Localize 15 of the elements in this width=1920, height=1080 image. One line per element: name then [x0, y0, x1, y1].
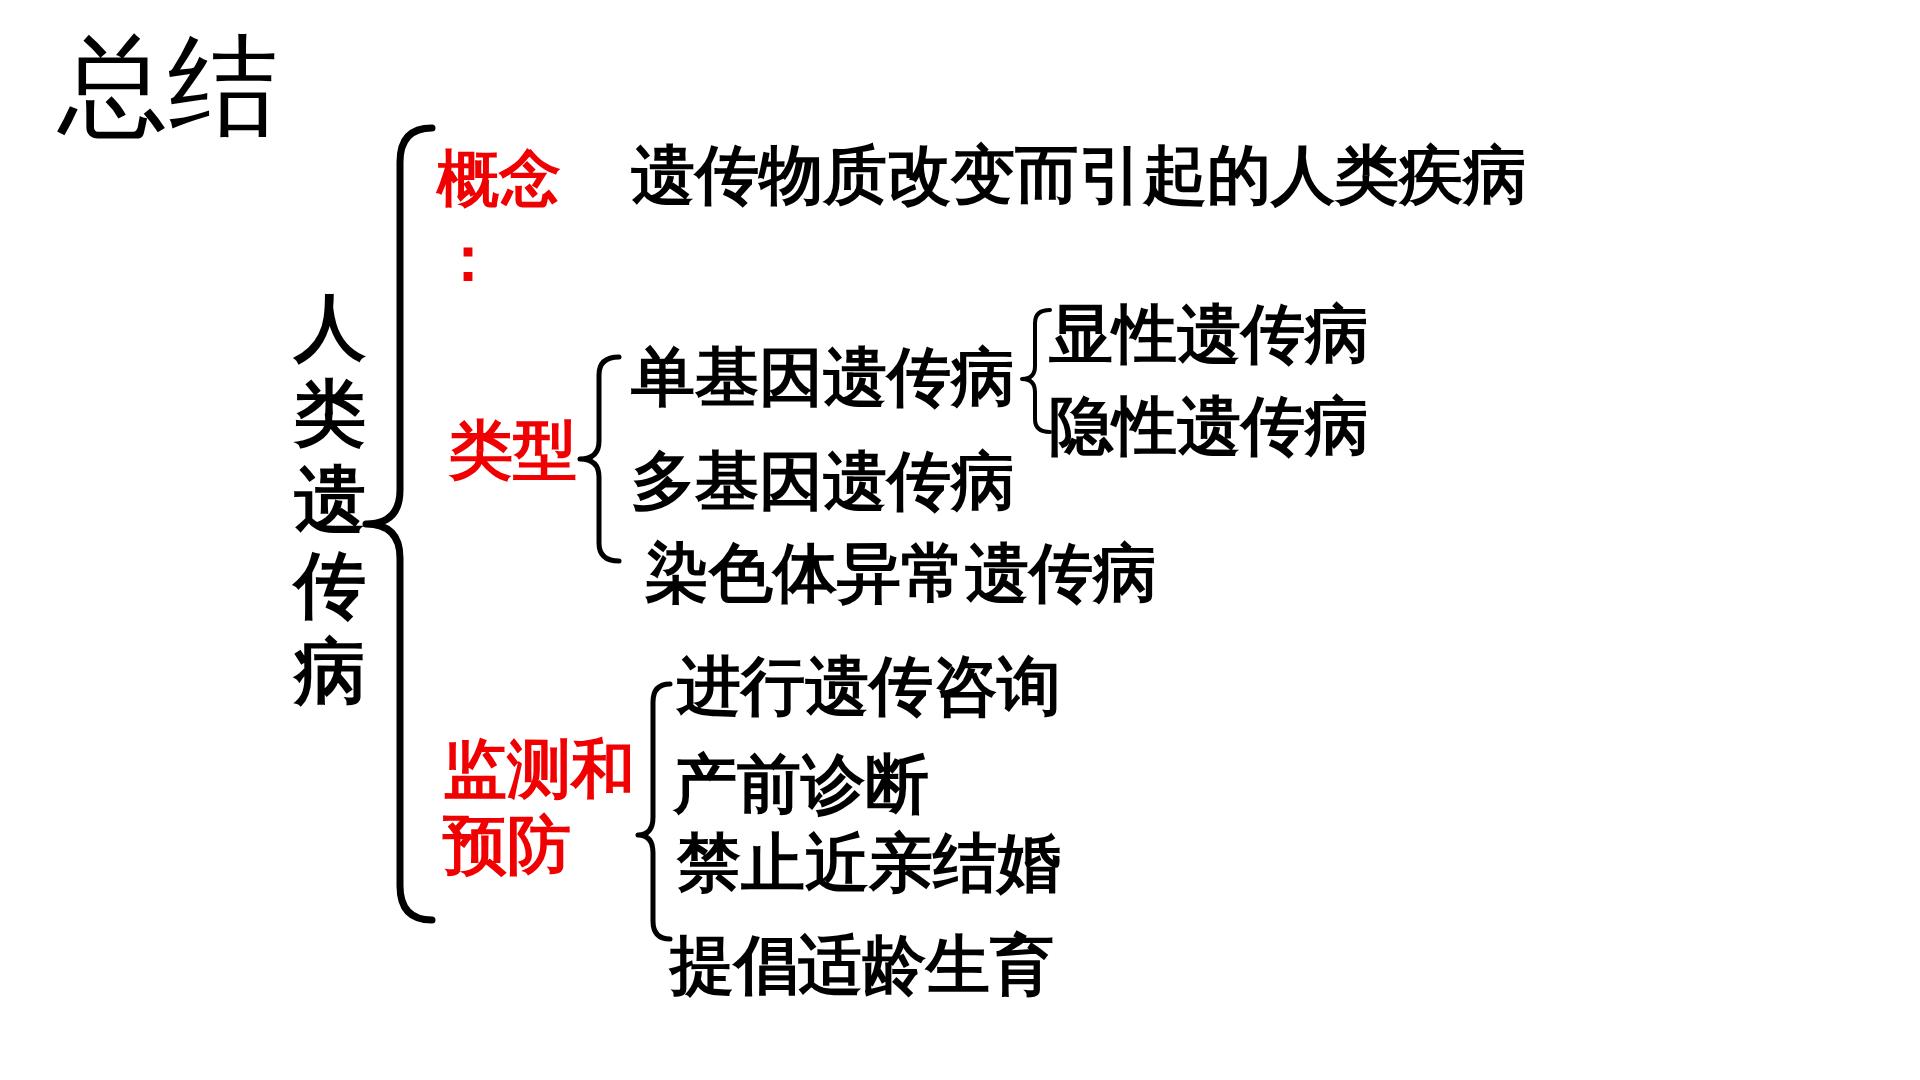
category-label: 监测和预防: [443, 731, 635, 883]
item-text: 提倡适龄生育: [670, 930, 1054, 1001]
category-label: 类型: [449, 415, 577, 486]
category-label: 概念：: [437, 141, 561, 297]
slide-title: 总结: [58, 26, 278, 147]
item-text: 进行遗传咨询: [677, 651, 1061, 722]
item-text: 单基因遗传病: [631, 342, 1015, 413]
item-text: 遗传物质改变而引起的人类疾病: [631, 140, 1527, 211]
item-text: 染色体异常遗传病: [645, 538, 1157, 609]
item-text: 多基因遗传病: [631, 446, 1015, 517]
item-text: 产前诊断: [673, 749, 929, 820]
item-text: 隐性遗传病: [1049, 391, 1369, 462]
topic-label: 人类遗传病: [294, 284, 366, 714]
item-text: 禁止近亲结婚: [677, 828, 1061, 899]
item-text: 显性遗传病: [1049, 299, 1369, 370]
